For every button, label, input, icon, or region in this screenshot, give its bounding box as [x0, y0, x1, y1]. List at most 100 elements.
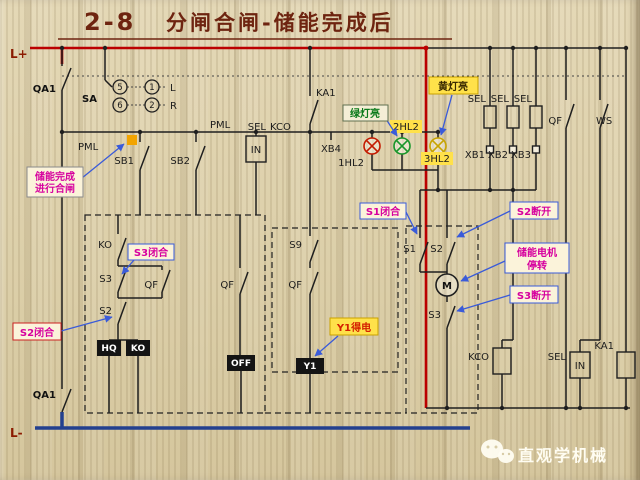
watermark-text: 直观学机械: [518, 446, 608, 465]
label-sel-bottom: SEL: [548, 352, 567, 363]
callout-s1-closed-text: S1闭合: [366, 205, 401, 218]
leader-s2-open: [456, 210, 511, 238]
terminal-xb2: [508, 145, 518, 154]
selector-pos5-circle: [112, 79, 128, 95]
callout-storage-done-line1: 储能完成: [34, 170, 75, 183]
label-kco-top: KCO: [270, 122, 291, 133]
label-ko-coil: KO: [131, 344, 146, 354]
lamp-1hl2-x: [365, 139, 379, 153]
callout-storage-done-box: [26, 166, 84, 198]
dotted-aux-lines: [62, 75, 626, 106]
leader-green-lamp: [385, 118, 398, 137]
dot: [435, 187, 441, 193]
callout-s3-open: S3断开: [509, 285, 559, 304]
callout-leaders: [60, 94, 511, 357]
selector-pos6: 6: [117, 101, 122, 111]
callout-y1-text: Y1得电: [336, 321, 371, 334]
label-s9: S9: [289, 240, 302, 251]
callout-boxes: 储能完成 进行合闸 S3闭合 S2闭合 S1闭合 Y1得电 绿灯亮 黄灯亮: [12, 76, 570, 341]
label-ka1-bottom: KA1: [594, 341, 614, 352]
dot: [563, 45, 569, 51]
dot: [563, 405, 569, 411]
lamp-2hl2: [393, 137, 411, 155]
wires: [61, 47, 630, 413]
black-wiring: [61, 47, 630, 413]
callout-yellow-lamp-box: [428, 76, 479, 95]
callout-s2-closed: S2闭合: [12, 322, 62, 341]
dot: [193, 129, 199, 135]
page-title: 2-8 分闸合闸-储能完成后: [58, 8, 452, 40]
label-qf-mid2: QF: [220, 280, 234, 291]
callout-green-lamp-box: [342, 104, 389, 122]
motor-circle: [435, 273, 459, 297]
lamp-3hl2: [429, 137, 447, 155]
callout-motor-stop-box: [504, 242, 570, 274]
wechat-icon: [481, 439, 503, 459]
coil-sel-2: [506, 105, 520, 129]
callout-s3-open-text: S3断开: [517, 289, 551, 302]
label-off: OFF: [231, 359, 251, 369]
callout-s2-open: S2断开: [509, 201, 559, 220]
title-number: 2-8: [84, 8, 136, 36]
callout-yellow-lamp-text: 黄灯亮: [438, 80, 468, 93]
dot: [597, 45, 603, 51]
dot: [253, 129, 259, 135]
terminal-xb1: [485, 145, 495, 154]
selector-pos1: 1: [149, 83, 154, 93]
label-local: L: [170, 83, 176, 94]
wechat-icon-eye: [501, 452, 505, 456]
lamp-tags: 2HL2 3HL2: [390, 120, 453, 165]
dashed-box-left: [84, 214, 266, 414]
sb1-highlight-square: [127, 135, 137, 145]
sa-selector: 5 1 6 2 L R SA: [82, 79, 177, 113]
dot: [59, 45, 65, 51]
leader-y1: [314, 335, 339, 357]
dot: [499, 405, 505, 411]
component-labels: L+ L- QA1 QA1 PML SB1 SB2 PML SEL KCO IN…: [10, 47, 614, 440]
label-pml-mid: PML: [210, 120, 231, 131]
dot: [577, 405, 583, 411]
leader-s2-closed: [60, 315, 113, 332]
label-sb2: SB2: [170, 156, 190, 167]
dot: [435, 129, 441, 135]
callout-motor-stop-line2: 停转: [527, 259, 547, 272]
callout-s2-closed-box: [12, 322, 62, 341]
dot: [102, 45, 108, 51]
label-2hl2: 2HL2: [393, 122, 419, 133]
lamp-1hl2: [363, 137, 381, 155]
terminal-xb3: [531, 145, 541, 154]
dot: [623, 45, 629, 51]
leader-s3-closed: [121, 259, 135, 275]
label-sel-top: SEL: [248, 122, 267, 133]
label-y1: Y1: [303, 362, 317, 372]
label-s3-contact: S3: [99, 274, 112, 285]
label-1hl2: 1HL2: [338, 158, 364, 169]
label-ko-contact: KO: [98, 240, 112, 251]
coil-sel-3: [529, 105, 543, 129]
contact-blades: [61, 67, 609, 413]
label-sel-1: SEL: [468, 94, 487, 105]
callout-s2-closed-text: S2闭合: [20, 326, 55, 339]
label-qa1-bottom: QA1: [33, 390, 56, 401]
box-y1: [296, 358, 324, 374]
label-s2-contact: S2: [99, 306, 112, 317]
label-3hl2: 3HL2: [424, 154, 450, 165]
dot: [307, 45, 313, 51]
label-xb3: XB3: [511, 150, 531, 161]
coil-ka1: [616, 351, 636, 379]
label-hq: HQ: [101, 344, 117, 354]
wechat-icon-eye: [507, 452, 511, 456]
box-hq: [97, 340, 121, 356]
label-qf-mid1: QF: [144, 280, 158, 291]
dot: [623, 405, 629, 411]
leader-s1-closed: [405, 211, 418, 235]
dot-red: [423, 45, 429, 51]
tag-2hl2: [390, 120, 422, 133]
coil-in-bottom: [569, 351, 591, 379]
label-sb1: SB1: [114, 156, 134, 167]
callout-y1-energized: Y1得电: [329, 317, 379, 336]
label-qf-mid3: QF: [288, 280, 302, 291]
label-s2-right: S2: [430, 244, 443, 255]
dot: [510, 45, 516, 51]
